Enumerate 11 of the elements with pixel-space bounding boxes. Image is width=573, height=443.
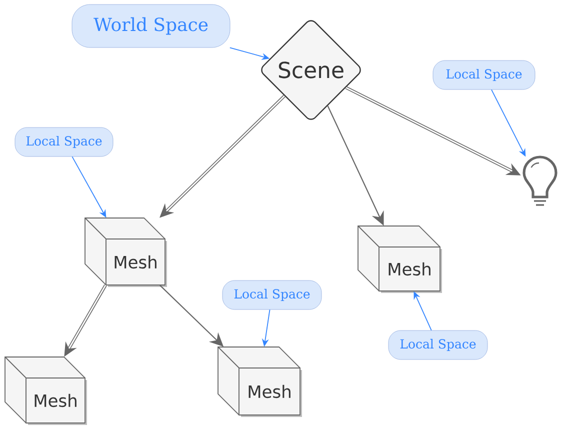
label-pill: World Space (72, 4, 230, 48)
label-pill: Local Space (388, 330, 488, 360)
cube-box: Mesh (84, 218, 167, 287)
label-pill: Local Space (432, 60, 536, 90)
cube-box: Mesh (358, 226, 442, 293)
cube-box: Mesh (4, 356, 87, 425)
label-pill: Local Space (222, 280, 322, 310)
label-pill: Local Space (14, 127, 114, 157)
arrow (160, 94, 286, 218)
cube-box: Mesh (218, 346, 302, 417)
lightbulb-icon (522, 156, 558, 206)
